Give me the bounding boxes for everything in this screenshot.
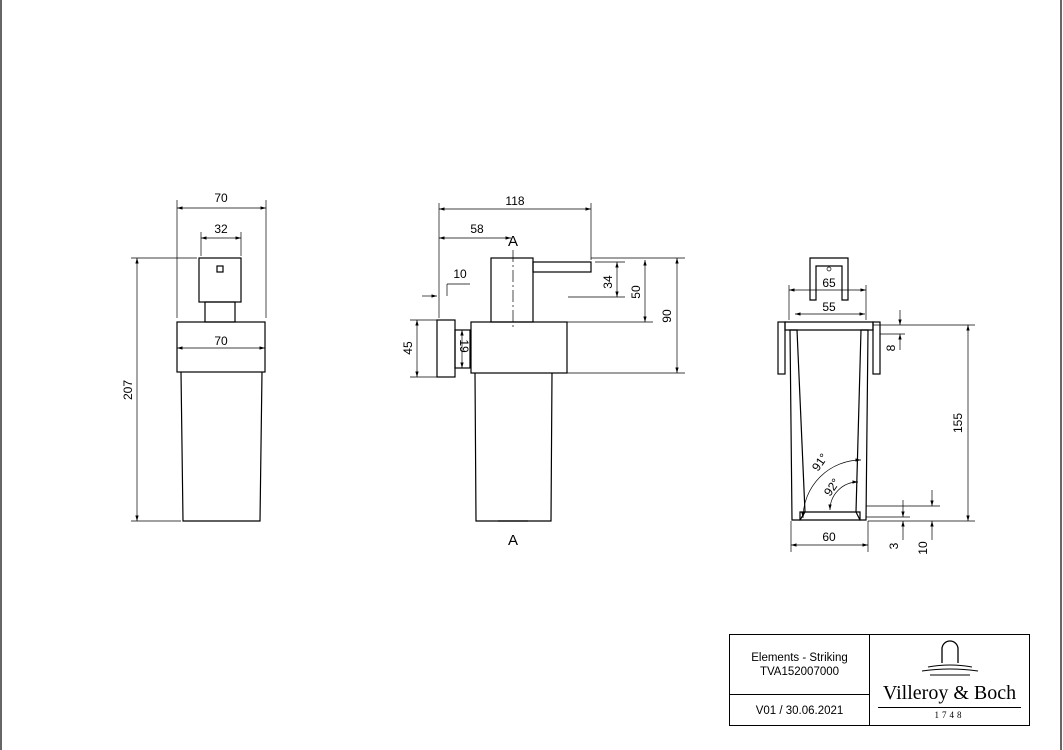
dim-side-depth: 118 [505,194,524,208]
section-view: 91° 92° 65 55 8 155 3 10 60 [777,257,975,555]
section-marker-top: A [508,233,518,250]
dim-section-cap: 8 [884,344,898,351]
dim-side-plate-height: 45 [401,341,415,355]
dim-side-plate: 10 [453,267,467,281]
dim-front-width-cap: 70 [214,334,228,348]
dim-section-bottom-total: 10 [916,541,930,555]
dim-side-axis: 58 [470,222,484,236]
dim-section-head-outer: 65 [822,276,836,290]
dim-section-bottom-thickness: 3 [887,542,901,549]
article-number: TVA152007000 [759,665,840,678]
dim-front-height: 207 [121,380,135,400]
dim-front-width-total: 70 [214,191,228,205]
brand-logo-icon [921,640,979,676]
brand-name: Villeroy & Boch [882,682,1017,704]
dim-section-head-inner: 55 [822,300,836,314]
front-view: 70 32 70 207 [121,191,267,522]
dim-section-bottom-width: 60 [822,530,836,544]
brand-logo: Villeroy & Boch 1748 [870,635,1029,725]
title-block: Elements - Striking TVA152007000 V01 / 3… [729,634,1030,726]
side-view: 118 58 A A 10 34 50 90 45 19 [401,194,685,549]
dim-side-spout: 34 [601,275,615,289]
angle-inner: 92° [821,476,843,499]
version-date: V01 / 30.06.2021 [755,705,844,717]
dim-side-head: 50 [629,285,643,299]
dim-side-mount: 90 [660,309,674,323]
dim-section-body-height: 155 [951,413,965,433]
dim-front-width-head: 32 [214,222,228,236]
brand-year: 1748 [934,710,965,720]
section-marker-bottom: A [508,532,518,549]
dim-side-bracket: 19 [457,339,471,353]
product-name: Elements - Striking [751,651,848,664]
